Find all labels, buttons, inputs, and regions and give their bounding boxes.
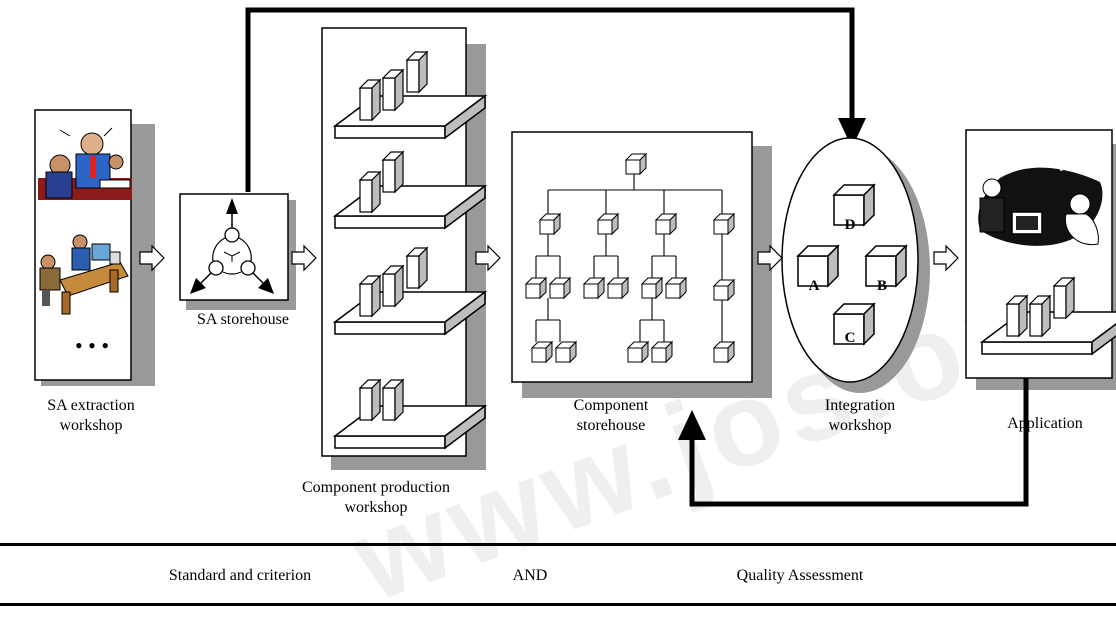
footer-top-rule [0,543,1116,546]
cube-label-c: C [845,330,856,346]
cube-label-d: D [845,217,856,233]
component-production-label: Component production workshop [276,478,476,518]
bottom-feedback-arrow [678,378,1029,507]
sa-extraction-label-line1: SA extraction [47,397,135,414]
component-storehouse-panel [511,131,772,398]
component-storehouse-label: Component storehouse [566,396,656,436]
component-production-panel [321,27,486,470]
component-production-label-line2: workshop [344,499,408,516]
top-feedback-arrow [245,7,866,192]
sa-storehouse-label: SA storehouse [197,311,289,328]
integration-workshop-label: Integration workshop [808,396,912,436]
component-storehouse-label-line1: Component [573,397,649,414]
integration-workshop-ellipse [781,137,930,393]
footer-bottom-rule [0,603,1116,606]
component-storehouse-label-line2: storehouse [576,417,646,434]
quality-assessment-label: Quality Assessment [736,567,864,584]
cube-label-a: A [809,278,820,294]
and-label: AND [512,567,548,584]
ellipsis-dots: • • • [75,333,109,358]
cube-label-b: B [877,278,887,294]
sa-storehouse-box [179,193,296,310]
sa-extraction-label: SA extraction workshop [32,396,150,436]
workflow-diagram: • • • [34,7,1116,507]
component-production-label-line1: Component production [302,479,450,496]
office-workers-illustration [39,234,129,315]
meeting-people-illustration [38,127,132,200]
sa-extraction-label-line2: workshop [59,417,123,434]
application-label: Application [1007,415,1083,432]
integration-workshop-label-line1: Integration [824,397,896,414]
application-illustration [978,166,1111,246]
application-panel [965,129,1116,390]
integration-workshop-label-line2: workshop [828,417,892,434]
standard-criterion-label: Standard and criterion [168,567,312,584]
sa-extraction-panel [34,109,155,386]
